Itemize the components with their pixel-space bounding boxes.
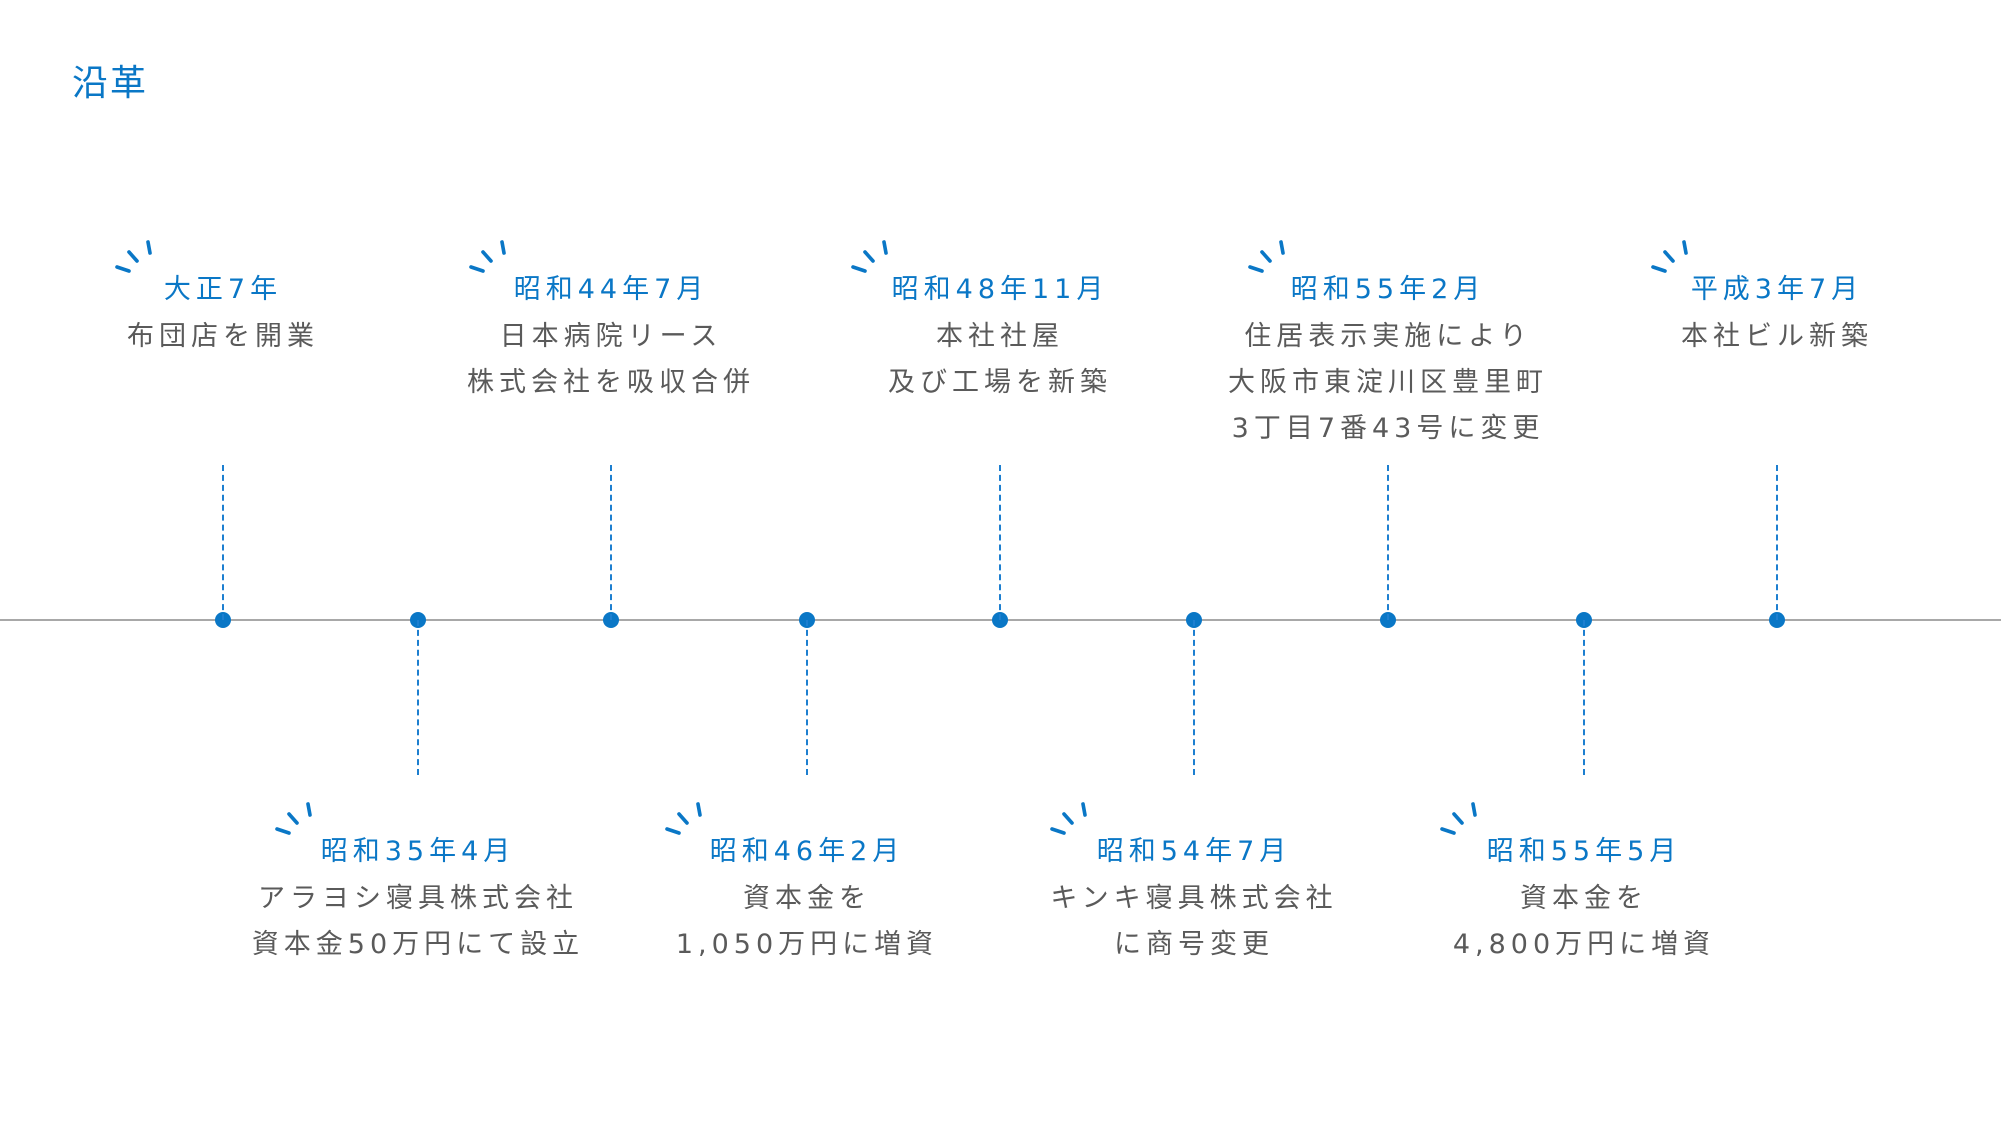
sparkle-icon	[1248, 240, 1285, 273]
event-description: 日本病院リース 株式会社を吸収合併	[467, 321, 755, 398]
timeline-marker-6	[1380, 612, 1396, 628]
event-date: 昭和54年7月	[1096, 836, 1292, 867]
sparkle-icon	[115, 240, 152, 273]
sparkle-icon	[275, 802, 312, 835]
event-date: 大正7年	[163, 274, 283, 305]
event-date: 昭和44年7月	[513, 274, 709, 305]
timeline-event-6: 昭和55年2月 住居表示実施により 大阪市東淀川区豊里町 3丁目7番43号に変更	[1178, 240, 1598, 452]
sparkle-icon	[1440, 802, 1477, 835]
sparkle-icon	[1050, 802, 1087, 835]
connector-4	[999, 465, 1001, 620]
timeline-event-1: 昭和35年4月 アラヨシ寝具株式会社 資本金50万円にて設立	[208, 802, 628, 968]
timeline-event-5: 昭和54年7月 キンキ寝具株式会社 に商号変更	[984, 802, 1404, 968]
connector-3	[806, 620, 808, 775]
sparkle-icon	[665, 802, 702, 835]
event-description: 住居表示実施により 大阪市東淀川区豊里町 3丁目7番43号に変更	[1228, 321, 1548, 444]
connector-2	[610, 465, 612, 620]
timeline-marker-0	[215, 612, 231, 628]
page-title: 沿革	[72, 63, 149, 104]
event-description: キンキ寝具株式会社 に商号変更	[1050, 883, 1338, 960]
connector-8	[1776, 465, 1778, 620]
timeline-event-2: 昭和44年7月 日本病院リース 株式会社を吸収合併	[401, 240, 821, 406]
timeline-event-8: 平成3年7月 本社ビル新築	[1567, 240, 1987, 360]
connector-0	[222, 465, 224, 620]
connector-1	[417, 620, 419, 775]
event-description: 資本金を 4,800万円に増資	[1452, 883, 1716, 960]
event-date: 昭和46年2月	[709, 836, 905, 867]
sparkle-icon	[851, 240, 888, 273]
event-description: 布団店を開業	[127, 321, 319, 352]
timeline-marker-2	[603, 612, 619, 628]
event-date: 昭和55年2月	[1290, 274, 1486, 305]
timeline-event-3: 昭和46年2月 資本金を 1,050万円に増資	[597, 802, 1017, 968]
connector-7	[1583, 620, 1585, 775]
event-description: 本社ビル新築	[1681, 321, 1873, 352]
timeline-event-4: 昭和48年11月 本社社屋 及び工場を新築	[790, 240, 1210, 406]
sparkle-icon	[469, 240, 506, 273]
event-description: アラヨシ寝具株式会社 資本金50万円にて設立	[251, 883, 585, 960]
connector-6	[1387, 465, 1389, 620]
connector-5	[1193, 620, 1195, 775]
event-date: 昭和35年4月	[320, 836, 516, 867]
timeline-marker-4	[992, 612, 1008, 628]
timeline-event-7: 昭和55年5月 資本金を 4,800万円に増資	[1374, 802, 1794, 968]
event-date: 昭和48年11月	[891, 274, 1109, 305]
timeline-marker-8	[1769, 612, 1785, 628]
event-description: 本社社屋 及び工場を新築	[888, 321, 1112, 398]
event-description: 資本金を 1,050万円に増資	[675, 883, 939, 960]
sparkle-icon	[1651, 240, 1688, 273]
event-date: 平成3年7月	[1690, 274, 1864, 305]
event-date: 昭和55年5月	[1486, 836, 1682, 867]
timeline-event-0: 大正7年 布団店を開業	[13, 240, 433, 360]
